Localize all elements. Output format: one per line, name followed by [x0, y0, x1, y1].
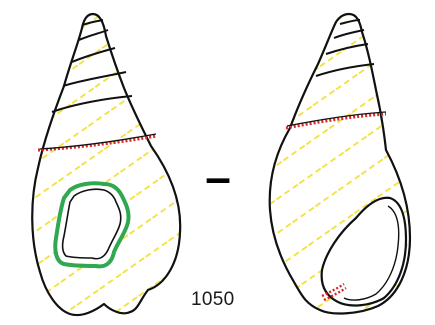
- left-red-dotted-band: [37, 134, 157, 152]
- left-suture-4: [62, 71, 127, 87]
- right-suture-4: [315, 63, 375, 77]
- left-suture-3: [71, 47, 116, 63]
- left-suture-1: [82, 19, 104, 26]
- right-suture-1: [339, 19, 361, 25]
- right-suture-5: [286, 111, 387, 127]
- left-suture-5: [51, 95, 133, 113]
- right-aperture-lip: [343, 205, 400, 301]
- right-suture-3: [325, 43, 369, 55]
- specimen-number-label: 1050: [191, 289, 235, 310]
- right-shell-aperture: [320, 196, 408, 307]
- right-shell: [268, 12, 412, 315]
- right-red-dotted-patch: [321, 283, 347, 302]
- separator-dash: –: [205, 151, 231, 203]
- left-shell: [31, 12, 182, 317]
- right-shell-outline: [268, 12, 412, 315]
- left-shell-outline: [31, 12, 182, 317]
- left-suture-2: [78, 29, 109, 41]
- right-suture-2: [333, 29, 365, 39]
- left-green-hole-inner: [61, 188, 122, 260]
- left-suture-6: [39, 133, 157, 150]
